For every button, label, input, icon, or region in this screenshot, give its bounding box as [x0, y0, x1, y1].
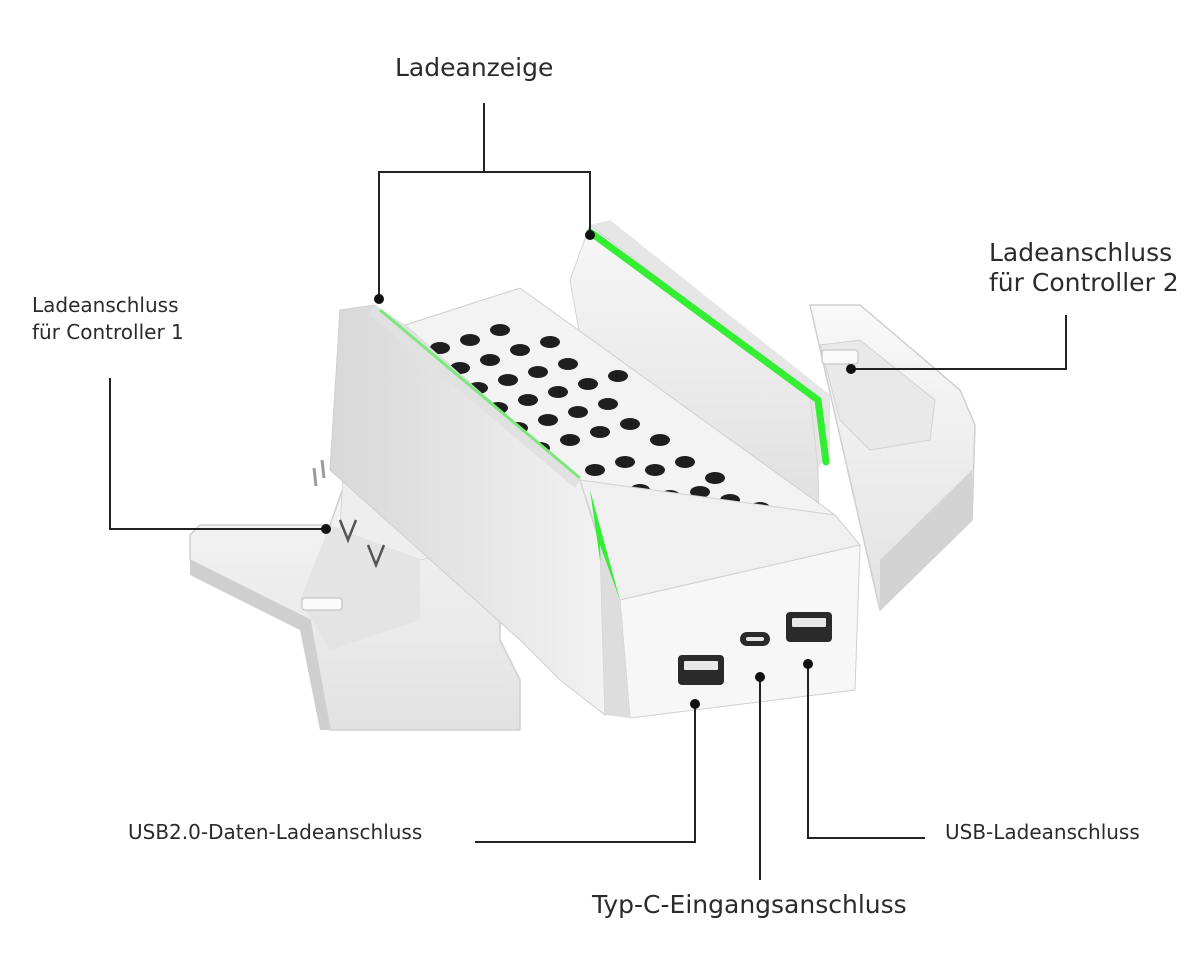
side-led-glow: [590, 490, 620, 600]
front-wall: [312, 304, 606, 717]
leader-lines: [109, 103, 1067, 880]
typec-input-port: [740, 632, 770, 646]
controller1-port-label-line2: für Controller 1: [32, 320, 184, 344]
controller2-charge-contact: [821, 349, 859, 365]
usb-charge-port-label: USB-Ladeanschluss: [945, 820, 1140, 844]
usb20-port-label: USB2.0-Daten-Ladeanschluss: [128, 820, 423, 844]
usb20-data-charge-port: [678, 655, 724, 685]
rear-led-strip: [586, 228, 830, 466]
controller2-port-label-line2: für Controller 2: [989, 268, 1179, 297]
front-wall-vent-slots: [312, 459, 326, 487]
right-controller-dock: [809, 304, 976, 612]
controller1-leader: [109, 378, 326, 530]
controller2-leader: [851, 315, 1067, 370]
charge-indicator-label: Ladeanzeige: [395, 53, 554, 82]
controller1-charge-contact: [338, 519, 386, 569]
controller2-port-label-line1: Ladeanschluss: [989, 238, 1173, 267]
controller1-port-label: Ladeanschluss für Controller 1: [32, 292, 184, 346]
typec-port-label: Typ-C-Eingangsanschluss: [592, 890, 907, 919]
usb-charge-port: [786, 612, 832, 642]
usb20-leader: [475, 703, 696, 843]
callout-dots: [321, 230, 856, 709]
controller2-port-label: Ladeanschluss für Controller 2: [989, 238, 1179, 298]
front-led-strip: [379, 308, 581, 480]
indicator-leader-bracket: [378, 171, 591, 298]
port-housing: [579, 479, 861, 719]
controller1-port-label-line1: Ladeanschluss: [32, 293, 179, 317]
usb-charge-leader: [807, 664, 925, 839]
